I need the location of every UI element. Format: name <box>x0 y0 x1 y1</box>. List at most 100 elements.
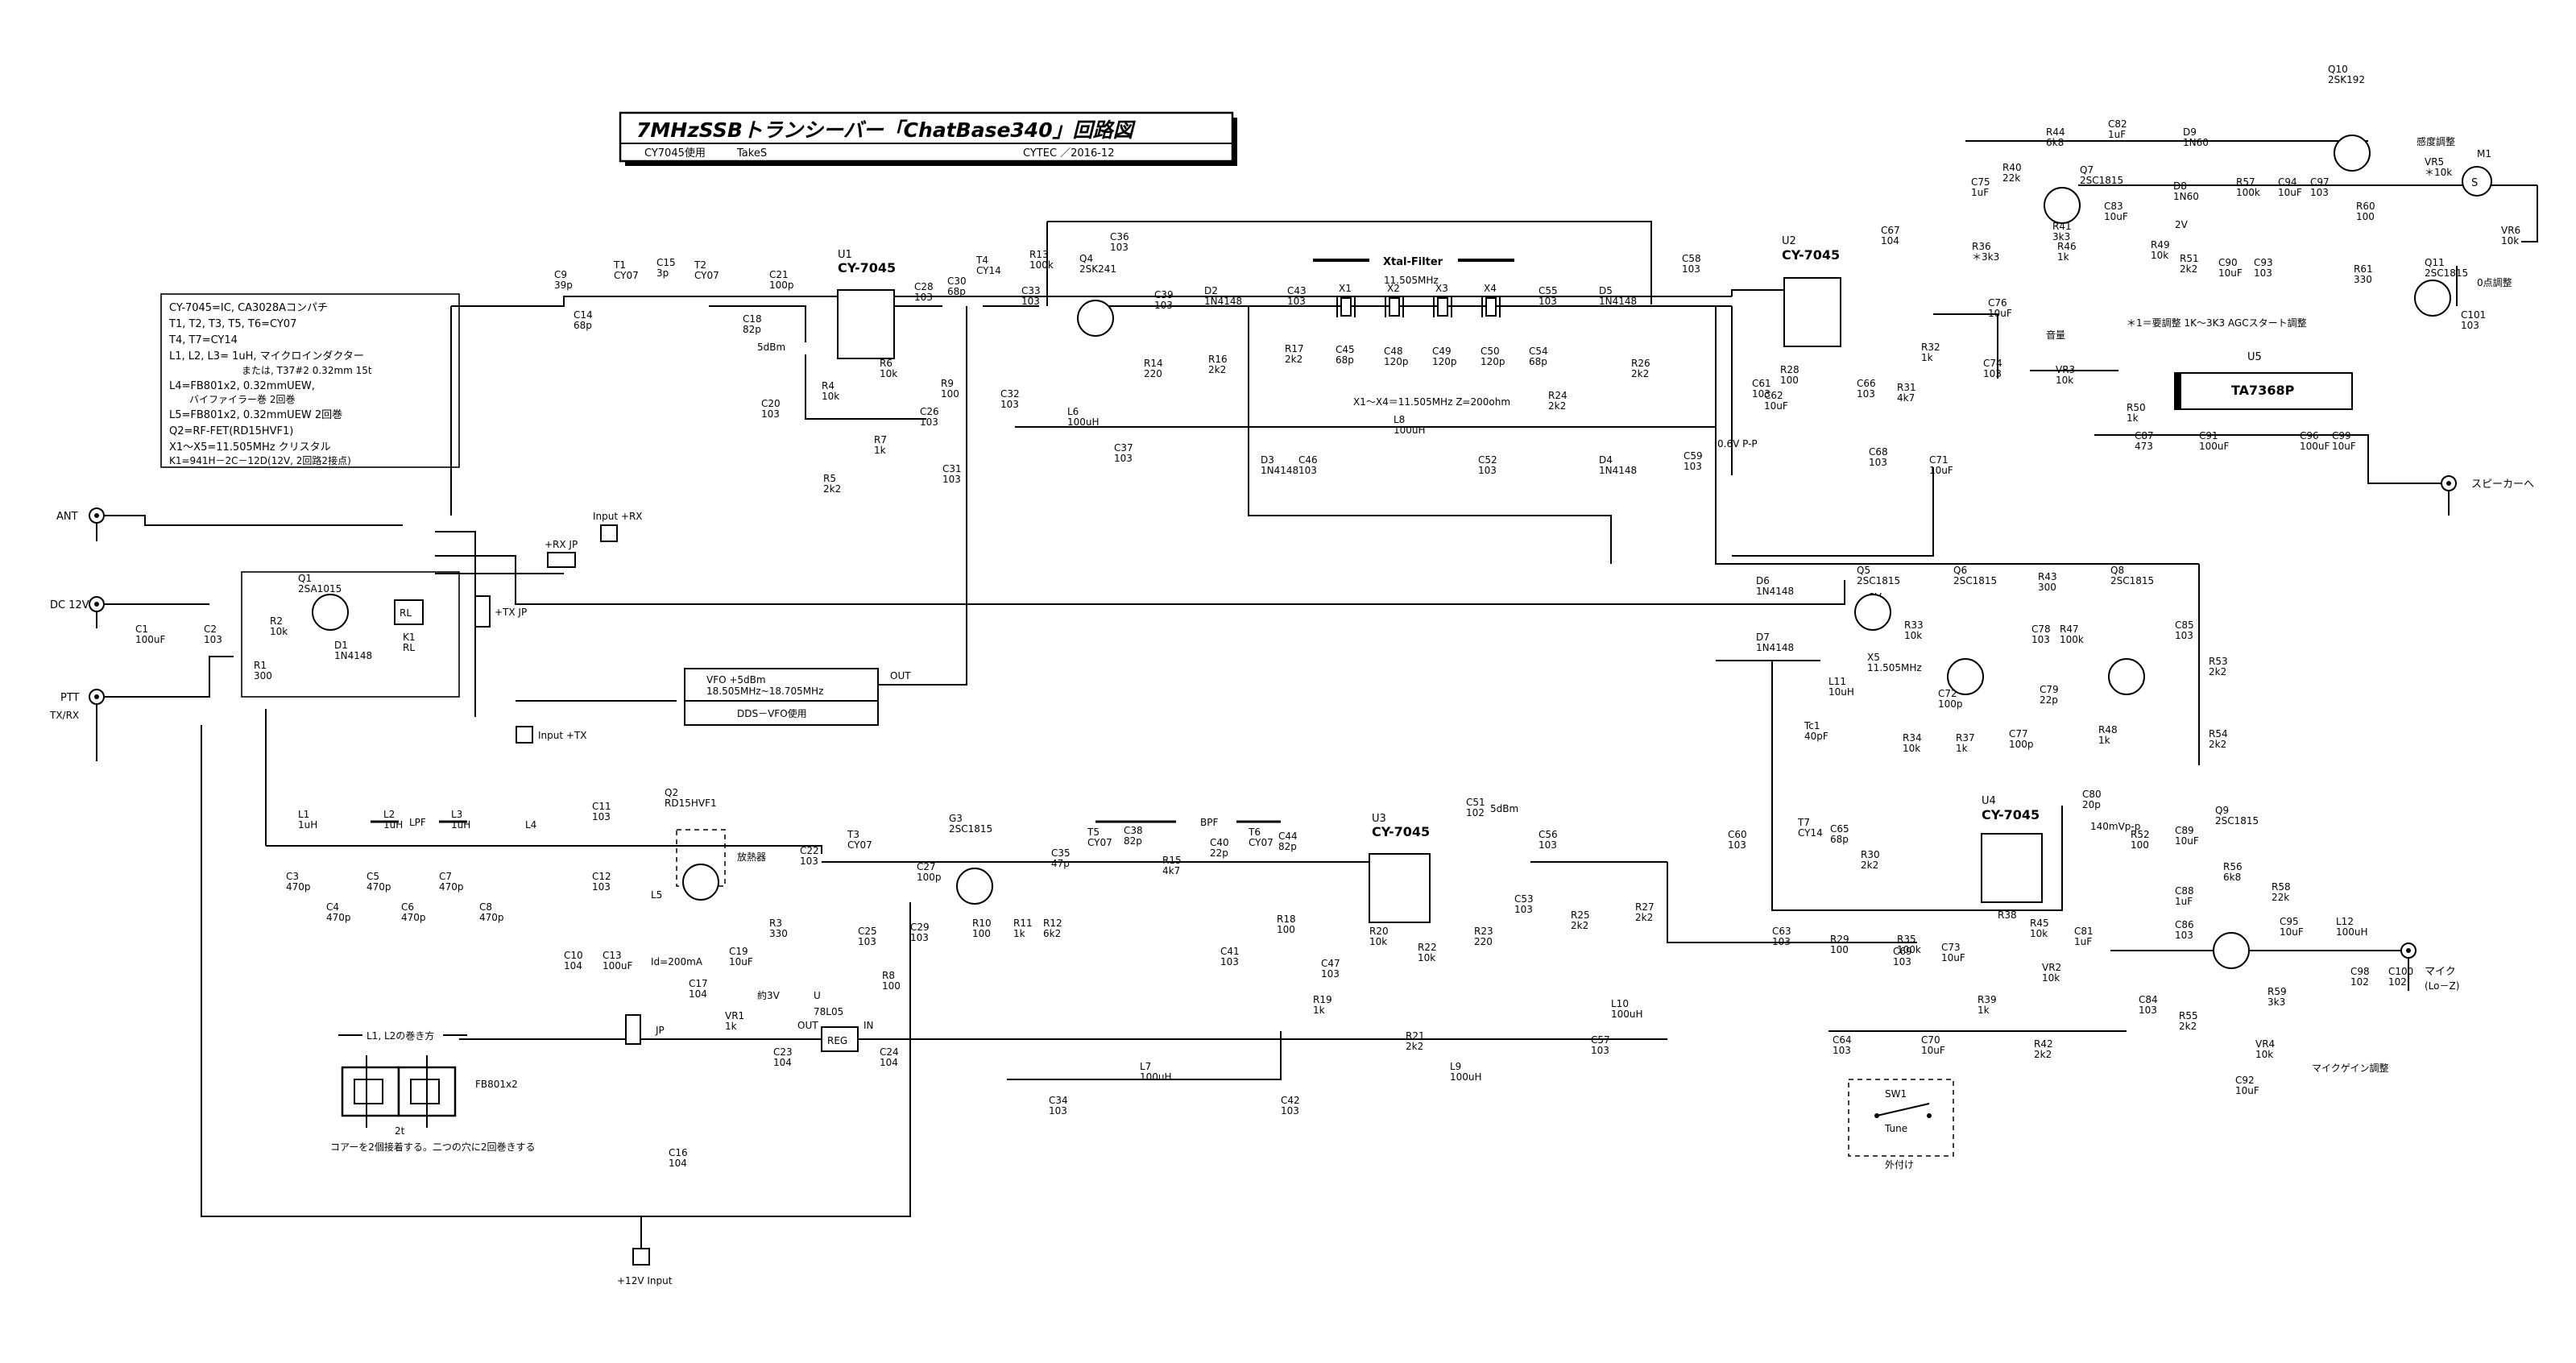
component-value: 103 <box>2310 187 2329 198</box>
component-ref: C50 <box>1481 346 1500 357</box>
component-ref: L11 <box>1828 676 1846 687</box>
component-value: 104 <box>564 960 582 972</box>
component-ref: R11 <box>1013 918 1033 929</box>
input-rx-pad[interactable] <box>600 524 618 542</box>
component-ref: L8 <box>1394 414 1405 425</box>
component-ref: R18 <box>1277 914 1296 925</box>
u4-ref: U4 <box>1982 795 1996 807</box>
component-ref: D2 <box>1204 285 1218 296</box>
component-value: 100uH <box>2336 926 2368 938</box>
component-ref: C66 <box>1857 378 1876 389</box>
vfo-block: VFO +5dBm 18.505MHz~18.705MHz DDS－VFO使用 … <box>684 668 911 726</box>
component-ref: C33 <box>1021 285 1041 296</box>
title-sub-author: TakeS <box>736 147 767 160</box>
section-labels: LPF BPF 放熱器 Id=200mA 約3V 0.6V P-P 140mVp… <box>371 135 2512 1074</box>
component-value: 1N4148 <box>1599 296 1637 307</box>
ptt-label: PTT <box>60 692 80 704</box>
component-value: 220 <box>1474 936 1493 947</box>
component-value: 103 <box>2139 1005 2157 1016</box>
component-value: 1N4148 <box>1599 465 1637 476</box>
wires <box>97 140 2538 1217</box>
coil-note-core: FB801x2 <box>475 1079 518 1090</box>
component-ref: R51 <box>2180 253 2199 264</box>
component-value: 103 <box>1321 968 1340 980</box>
component-value: 10k <box>2151 250 2168 261</box>
tx-jumper[interactable] <box>474 595 491 628</box>
component-value: 10uF <box>2235 1085 2259 1096</box>
input-tx-pad[interactable] <box>516 726 533 744</box>
tx-jumper-label: +TX JP <box>495 607 527 618</box>
component-ref: R12 <box>1043 918 1062 929</box>
component-ref: C47 <box>1321 958 1340 969</box>
component-value: 100uH <box>1067 416 1100 428</box>
component-ref: C23 <box>773 1046 793 1058</box>
component-value: 2k2 <box>1635 912 1653 923</box>
notes-box: CY-7045=IC, CA3028Aコンパチ T1, T2, T3, T5, … <box>160 293 460 468</box>
rx-jumper[interactable] <box>547 552 576 568</box>
v12-input-pad[interactable] <box>632 1248 650 1266</box>
sens-label: 感度調整 <box>2417 135 2455 147</box>
component-value: 1k <box>1313 1005 1325 1016</box>
component-value: 10uF <box>2332 441 2356 452</box>
reg-label: REG <box>827 1035 847 1046</box>
component-ref: C93 <box>2254 257 2273 268</box>
component-value: 103 <box>858 936 876 947</box>
component-value: 100k <box>1897 944 1921 955</box>
component-value: 2k2 <box>823 483 841 495</box>
component-ref: R21 <box>1406 1030 1425 1042</box>
component-ref: C88 <box>2175 885 2194 897</box>
component-value: RD15HVF1 <box>665 798 717 809</box>
component-ref: R60 <box>2356 201 2375 212</box>
component-ref: R8 <box>882 970 895 981</box>
component-ref: C9 <box>554 269 567 280</box>
component-value: 10k <box>2056 375 2073 386</box>
component-value: 1uF <box>2108 129 2126 140</box>
component-ref: C81 <box>2074 926 2094 937</box>
component-value: 1k <box>2057 251 2069 263</box>
component-l4: L4 <box>525 819 536 831</box>
component-value: 103 <box>1772 936 1791 947</box>
component-ref: R15 <box>1162 855 1182 866</box>
component-ref: R27 <box>1635 901 1655 913</box>
jp-jumper[interactable] <box>625 1014 641 1045</box>
component-value: 330 <box>769 928 788 939</box>
component-ref: Q2 <box>665 787 678 798</box>
u1-part: CY-7045 <box>838 260 896 276</box>
component-value: 100 <box>972 928 991 939</box>
component-ref: R30 <box>1861 849 1880 860</box>
u2-part: CY-7045 <box>1782 247 1840 263</box>
component-ref: C95 <box>2280 916 2299 927</box>
component-value: 2SC1815 <box>1857 575 1900 586</box>
component-ref: C41 <box>1220 946 1240 957</box>
component-value: 100p <box>917 872 942 883</box>
component-ref: R5 <box>823 473 836 484</box>
component-value: 4k7 <box>1897 392 1915 404</box>
component-labels: C939pC1468pT1CY07C153pT2CY07C1882pC21100… <box>135 64 2520 1169</box>
note-line: T1, T2, T3, T5, T6=CY07 <box>168 318 296 330</box>
component-value: 1N4148 <box>1261 465 1298 476</box>
